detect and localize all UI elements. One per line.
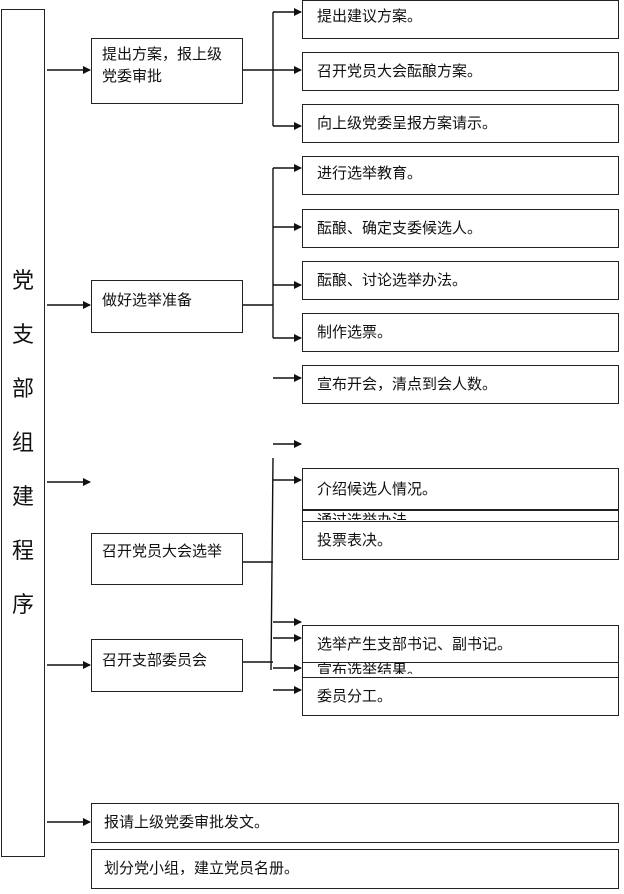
stage-committee-meeting-text: 召开支部委员会 <box>102 651 208 669</box>
proposal-step-1: 提出建议方案。 <box>302 0 619 39</box>
general-step-2: 介绍候选人情况。 <box>302 468 619 510</box>
proposal-step-2: 召开党员大会酝酿方案。 <box>302 52 619 91</box>
title-char-6: 程 <box>11 539 34 564</box>
prepare-step-1-text: 进行选举教育。 <box>317 164 423 182</box>
prepare-step-3-text: 酝酿、讨论选举办法。 <box>317 271 468 289</box>
stage-proposal: 提出方案，报上级党委审批 <box>91 38 243 104</box>
committee-step-3: 委员分工。 <box>302 677 619 716</box>
stage-general-meeting-text: 召开党员大会选举 <box>102 542 223 560</box>
stage-prepare-text: 做好选举准备 <box>102 291 193 309</box>
title-char-4: 组 <box>11 431 34 456</box>
prepare-step-2: 酝酿、确定支委候选人。 <box>302 209 619 248</box>
proposal-step-3-text: 向上级党委呈报方案请示。 <box>317 114 498 132</box>
general-step-3-text: 通过选举办法。 <box>317 511 423 520</box>
general-step-4: 投票表决。 <box>302 521 619 560</box>
title-char-5: 建 <box>11 485 34 510</box>
stage-report-text: 报请上级党委审批发文。 <box>104 813 270 831</box>
general-branch-spine <box>270 457 274 671</box>
prepare-step-4-text: 制作选票。 <box>317 323 393 341</box>
proposal-step-1-text: 提出建议方案。 <box>317 7 423 25</box>
proposal-step-2-text: 召开党员大会酝酿方案。 <box>317 62 483 80</box>
committee-step-3-text: 委员分工。 <box>317 687 393 705</box>
stage-proposal-text: 提出方案，报上级党委审批 <box>102 45 223 85</box>
committee-step-1: 选举产生支部书记、副书记。 <box>302 625 619 663</box>
proposal-step-3: 向上级党委呈报方案请示。 <box>302 104 619 143</box>
stage-groups: 划分党小组，建立党员名册。 <box>91 849 619 889</box>
stage-committee-meeting: 召开支部委员会 <box>91 639 243 692</box>
stage-general-meeting: 召开党员大会选举 <box>91 533 243 585</box>
title-char-1: 党 <box>11 269 34 294</box>
stage-report: 报请上级党委审批发文。 <box>91 803 619 843</box>
process-title-box: 党 支 部 组 建 程 序 <box>1 9 45 857</box>
committee-step-2-text: 宣布选举结果。 <box>317 662 423 674</box>
committee-step-1-text: 选举产生支部书记、副书记。 <box>317 635 513 653</box>
title-char-2: 支 <box>11 323 34 348</box>
general-step-1: 宣布开会，清点到会人数。 <box>302 365 619 404</box>
prepare-step-1: 进行选举教育。 <box>302 156 619 195</box>
general-step-2-text: 介绍候选人情况。 <box>317 480 438 498</box>
committee-step-2: 宣布选举结果。 <box>302 662 619 678</box>
general-step-4-text: 投票表决。 <box>317 531 393 549</box>
stage-groups-text: 划分党小组，建立党员名册。 <box>104 859 300 877</box>
prepare-step-4: 制作选票。 <box>302 313 619 352</box>
title-char-7: 序 <box>11 593 34 618</box>
stage-prepare: 做好选举准备 <box>91 280 243 333</box>
title-char-3: 部 <box>11 377 34 402</box>
prepare-step-2-text: 酝酿、确定支委候选人。 <box>317 219 483 237</box>
general-step-1-text: 宣布开会，清点到会人数。 <box>317 375 498 393</box>
prepare-step-3: 酝酿、讨论选举办法。 <box>302 261 619 300</box>
